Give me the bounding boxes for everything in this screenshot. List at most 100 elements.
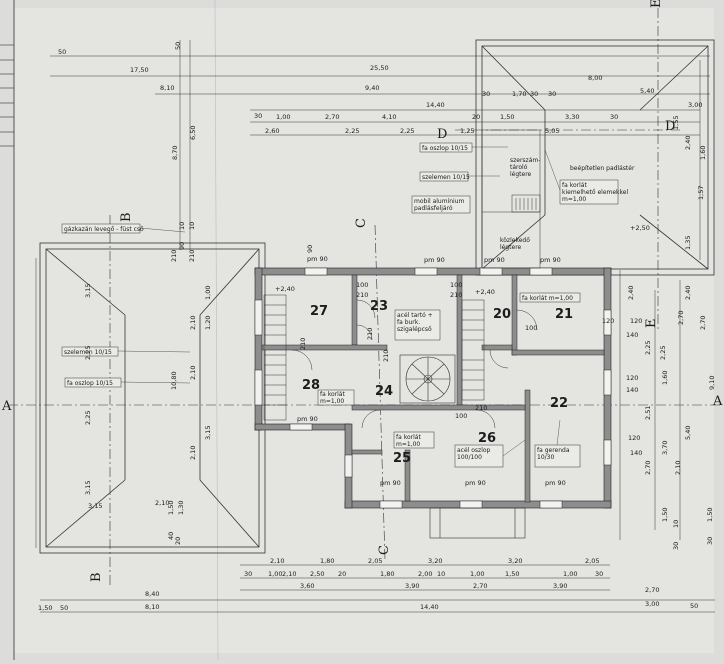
dim-right-13: 1,55 xyxy=(672,116,680,130)
dim-right-10: 2,70 xyxy=(677,311,685,325)
dim-bottom-26: 3,00 xyxy=(645,600,659,608)
dim-right-4: 2,70 xyxy=(644,461,652,475)
dim-openings-2: pm 90 xyxy=(540,256,561,264)
label-szelemen_t: szelemen 10/15 xyxy=(422,174,470,181)
label-boxes xyxy=(61,142,619,468)
dim-top-23: 2,25 xyxy=(400,127,414,135)
dim-left-14: 1,30 xyxy=(177,501,185,515)
dim-right-14: 1,60 xyxy=(699,146,707,160)
section-marker-a-1: A xyxy=(712,394,723,409)
dim-top-12: 30 xyxy=(548,90,556,98)
dim-right-5: 1,50 xyxy=(661,508,669,522)
dim-bottom-13: 10 xyxy=(437,570,445,578)
dim-top_left_vertical-0: 50 xyxy=(174,42,182,50)
attic-lines xyxy=(481,129,541,269)
dim-bottom-28: 50 xyxy=(60,604,68,612)
windows xyxy=(254,267,612,509)
dim-top-3: 8,10 xyxy=(160,84,174,92)
dim-top-18: 1,50 xyxy=(500,113,514,121)
dim-left-16: 20 xyxy=(174,537,182,545)
dim-bottom-11: 1,80 xyxy=(380,570,394,578)
dim-bottom-5: 2,05 xyxy=(585,557,599,565)
dim-top-1: 17,50 xyxy=(130,66,149,74)
dim-openings-14: 120 xyxy=(626,374,638,382)
dim-top_left_vertical-1: 6,50 xyxy=(189,126,197,140)
section-marker-c-4: C xyxy=(354,218,369,228)
dim-openings-10: 100 xyxy=(450,281,462,289)
dim-openings-20: 210 xyxy=(450,291,462,299)
dim-levels-2: +2,40 xyxy=(475,288,495,296)
dim-openings-24: 210 xyxy=(299,338,307,350)
dim-right-21: 1,35 xyxy=(684,236,692,250)
dim-openings-3: pm 90 xyxy=(484,256,505,264)
section-marker-d-6: D xyxy=(437,127,447,142)
dim-right-6: 1,50 xyxy=(706,508,714,522)
dim-top-6: 5,40 xyxy=(640,87,654,95)
room-24: 24 xyxy=(375,384,393,399)
dim-right-20: 2,40 xyxy=(684,136,692,150)
dim-left-11: 2,10 xyxy=(155,499,169,507)
dim-top-9: 30 xyxy=(254,112,262,120)
dim-right-0: 2,40 xyxy=(627,286,635,300)
section-marker-e-9: E xyxy=(644,319,659,329)
room-26: 26 xyxy=(478,431,496,446)
section-marker-d-7: D xyxy=(665,119,675,134)
dim-bottom-27: 1,50 xyxy=(38,604,52,612)
dim-openings-18: 140 xyxy=(630,449,642,457)
dim-bottom-8: 2,10 xyxy=(282,570,296,578)
dim-top-7: 14,40 xyxy=(426,101,445,109)
room-25: 25 xyxy=(393,451,411,466)
section-marker-b-3: B xyxy=(89,572,104,582)
dim-bottom-24: 14,40 xyxy=(420,603,439,611)
dim-right-7: 10 xyxy=(672,520,680,528)
dim-bottom-0: 2,10 xyxy=(270,557,284,565)
roof-outline-left xyxy=(39,242,266,554)
dim-levels-1: +2,40 xyxy=(275,285,295,293)
dim-bottom-29: 50 xyxy=(690,602,698,610)
dim-top-15: 2,70 xyxy=(325,113,339,121)
dim-top-22: 2,25 xyxy=(345,127,359,135)
dim-openings-17: 140 xyxy=(626,386,638,394)
dim-bottom-18: 3,60 xyxy=(300,582,314,590)
left-edge-ticks xyxy=(0,44,14,147)
dim-right-12: 1,57 xyxy=(697,186,705,200)
dim-bottom-21: 3,90 xyxy=(553,582,567,590)
dim-right-17: 2,70 xyxy=(699,316,707,330)
dim-right-15: 2,25 xyxy=(659,346,667,360)
dim-openings-0: pm 90 xyxy=(307,255,328,263)
room-22: 22 xyxy=(550,396,568,411)
dim-left-9: 1,20 xyxy=(204,316,212,330)
label-gaz: gázkazán levegő - füst cső xyxy=(64,226,144,233)
dim-top_left_vertical-5: 90 xyxy=(178,242,186,250)
dim-right-3: 2,51 xyxy=(644,406,652,420)
dim-top-11: 30 xyxy=(482,90,490,98)
dim-top-13: 30 xyxy=(530,90,538,98)
dim-openings-19: 210 xyxy=(356,291,368,299)
dim-left-3: 2,25 xyxy=(84,411,92,425)
dim-right-16: 2,40 xyxy=(684,286,692,300)
dim-bottom-9: 2,50 xyxy=(310,570,324,578)
section-marker-e-8: E xyxy=(649,0,664,8)
dim-bottom-14: 1,00 xyxy=(470,570,484,578)
straight-stair-right xyxy=(461,299,485,401)
dim-left-5: 2,10 xyxy=(189,316,197,330)
dim-bottom-15: 1,50 xyxy=(505,570,519,578)
dim-openings-25: 210 xyxy=(382,350,390,362)
dim-left-15: 40 xyxy=(167,532,175,540)
dim-bottom-3: 3,20 xyxy=(428,557,442,565)
dim-right-18: 5,40 xyxy=(684,426,692,440)
dim-openings-7: pm 90 xyxy=(545,479,566,487)
dim-openings-16: 140 xyxy=(626,331,638,339)
dim-openings-4: pm 90 xyxy=(297,415,318,423)
dim-top-21: 2,60 xyxy=(265,127,279,135)
dim-bottom-16: 1,00 xyxy=(563,570,577,578)
dim-bottom-2: 2,05 xyxy=(368,557,382,565)
dim-openings-23: 100 xyxy=(455,412,467,420)
